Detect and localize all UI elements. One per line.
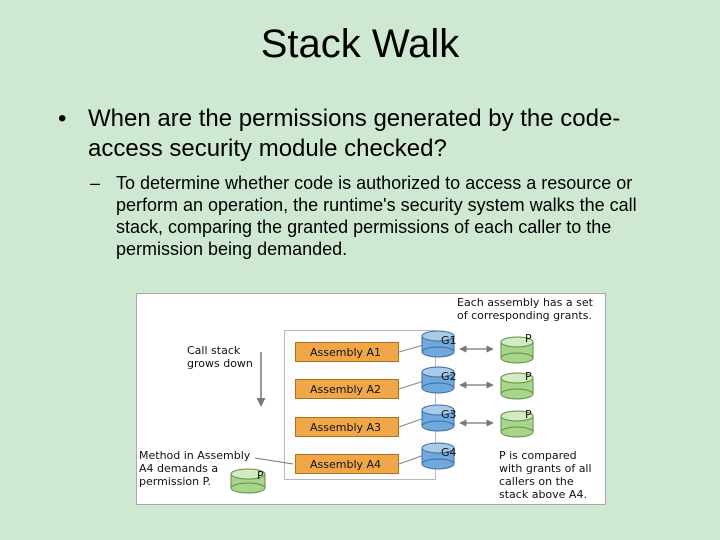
- diagram-graphics: [230, 330, 534, 494]
- grant-label-g2: G2: [441, 370, 457, 383]
- permission-cylinder-1: [500, 336, 534, 364]
- grant-cylinder-g4: [421, 442, 455, 470]
- permission-label-3: P: [525, 408, 532, 421]
- permission-cylinder-2: [500, 372, 534, 400]
- call-stack-note: Call stack grows down: [187, 344, 253, 370]
- assembly-a1: Assembly A1: [295, 342, 399, 362]
- demand-pointer-line: [254, 457, 294, 465]
- compare-note: P is compared with grants of all callers…: [499, 449, 592, 501]
- grant-label-g1: G1: [441, 334, 457, 347]
- grants-note: Each assembly has a set of corresponding…: [457, 296, 593, 322]
- assembly-a3: Assembly A3: [295, 417, 399, 437]
- stack-walk-diagram: Each assembly has a set of corresponding…: [136, 293, 606, 505]
- grant-cylinder-g3: [421, 404, 455, 432]
- demand-permission-label: P: [257, 469, 264, 482]
- demand-permission-cylinder: [230, 468, 266, 494]
- method-demand-note: Method in Assembly A4 demands a permissi…: [139, 449, 251, 488]
- permission-label-2: P: [525, 370, 532, 383]
- grant-label-g3: G3: [441, 408, 457, 421]
- grant-cylinder-g2: [421, 366, 455, 394]
- sub-bullet-text: To determine whether code is authorized …: [116, 173, 637, 259]
- grant-label-g4: G4: [441, 446, 457, 459]
- grant-cylinder-g1: [421, 330, 455, 358]
- bullet-text: When are the permissions generated by th…: [88, 105, 621, 162]
- assembly-a4: Assembly A4: [295, 454, 399, 474]
- assembly-a2: Assembly A2: [295, 379, 399, 399]
- slide-title: Stack Walk: [260, 22, 460, 66]
- bullet-marker: •: [58, 105, 67, 132]
- sub-bullet-marker: –: [90, 173, 101, 193]
- permission-label-1: P: [525, 332, 532, 345]
- permission-cylinder-3: [500, 410, 534, 438]
